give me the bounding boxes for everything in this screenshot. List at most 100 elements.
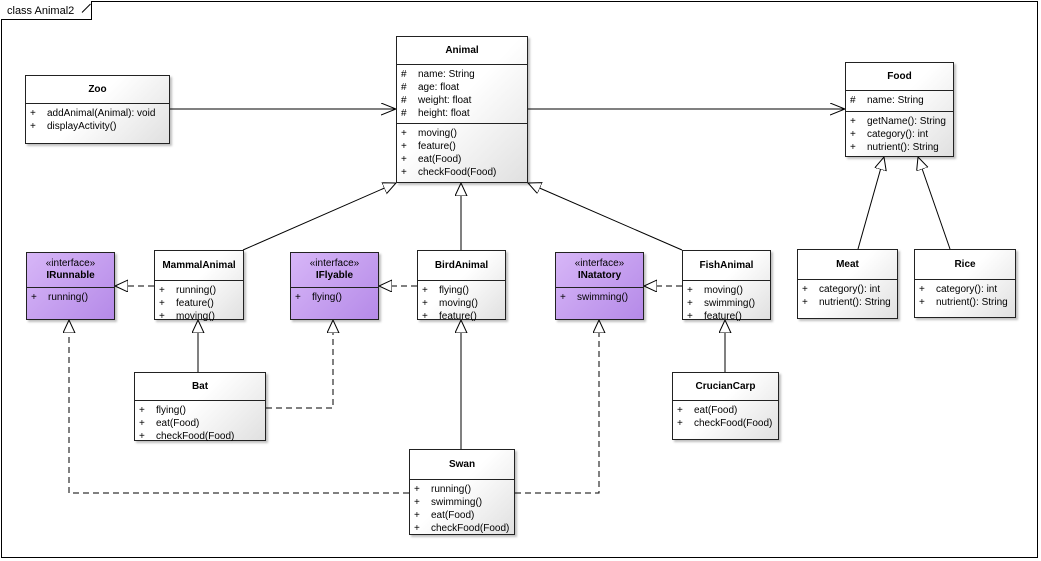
member-row: #name: String <box>401 68 523 81</box>
diagram-frame-tab: class Animal2 <box>1 1 92 20</box>
operation: swimming() <box>431 497 483 508</box>
visibility-marker: + <box>422 298 428 309</box>
visibility-marker: + <box>687 311 693 322</box>
stereotype: «interface» <box>45 258 96 269</box>
member-row: + eat(Food) <box>677 404 774 417</box>
class-name: Swan <box>448 458 476 470</box>
class-crucian-carp[interactable]: CrucianCarp +eat(Food) +checkFood(Food) <box>672 372 779 440</box>
operation: running() <box>176 285 217 296</box>
class-carp-operations: + eat(Food) +checkFood(Food) <box>673 401 778 432</box>
member-row: +checkFood(Food) <box>414 522 510 535</box>
member-row: +running() <box>31 291 110 304</box>
operation: nutrient(): String <box>819 297 891 308</box>
interface-inatatory[interactable]: «interface» INatatory +swimming() <box>555 252 644 320</box>
member-row: + nutrient(): String <box>850 141 949 154</box>
generalization-mammal-animal <box>242 183 396 251</box>
visibility-marker: + <box>802 284 808 295</box>
visibility-marker: + <box>677 418 683 429</box>
visibility-marker: + <box>850 129 856 140</box>
visibility-marker: + <box>31 292 37 303</box>
class-zoo-header: Zoo <box>26 76 169 104</box>
member-row: +displayActivity() <box>30 120 165 133</box>
generalization-fish-animal <box>528 183 683 251</box>
class-zoo[interactable]: Zoo +addAnimal(Animal): void +displayAct… <box>25 75 170 144</box>
class-name: Bat <box>191 380 209 392</box>
visibility-marker: + <box>139 431 145 442</box>
member-row: + checkFood(Food) <box>139 430 261 443</box>
generalization-rice-food <box>918 157 951 250</box>
class-mammal-header: MammalAnimal <box>155 251 243 281</box>
visibility-marker: + <box>414 510 420 521</box>
interface-irunnable-operations: +running() <box>27 288 114 306</box>
member-row: + running() <box>159 284 239 297</box>
class-swan[interactable]: Swan +running() +swimming() +eat(Food) +… <box>409 449 515 535</box>
class-zoo-operations: +addAnimal(Animal): void +displayActivit… <box>26 104 169 135</box>
visibility-marker: + <box>401 154 407 165</box>
visibility-marker: + <box>139 418 145 429</box>
class-rice-operations: +category(): int +nutrient(): String <box>915 280 1015 311</box>
visibility-marker: # <box>401 95 407 106</box>
member-row: #weight: float <box>401 94 523 107</box>
class-food-header: Food <box>846 63 953 91</box>
class-fish-header: FishAnimal <box>683 251 770 281</box>
class-meat[interactable]: Meat +category(): int +nutrient(): Strin… <box>797 249 898 319</box>
stereotype: «interface» <box>574 258 625 269</box>
class-bat-header: Bat <box>135 373 265 401</box>
class-bat[interactable]: Bat +flying() +eat(Food) + checkFood(Food… <box>134 372 266 443</box>
visibility-marker: + <box>919 284 925 295</box>
operation: displayActivity() <box>47 121 117 132</box>
visibility-marker: + <box>295 292 301 303</box>
member-row: +flying() <box>422 284 501 297</box>
class-food[interactable]: Food #name: String +getName(): String +c… <box>845 62 954 157</box>
visibility-marker: + <box>850 116 856 127</box>
class-name: IFlyable <box>315 270 354 281</box>
class-bird-operations: +flying() +moving() +feature() <box>418 281 505 325</box>
operation: getName(): String <box>867 116 946 127</box>
interface-irunnable[interactable]: «interface» IRunnable +running() <box>26 252 115 320</box>
member-row: + nutrient(): String <box>802 296 893 309</box>
operation: moving() <box>439 298 478 309</box>
interface-iflyable[interactable]: «interface» IFlyable +flying() <box>290 252 379 320</box>
member-row: +flying() <box>139 404 261 417</box>
class-animal-header: Animal <box>397 37 527 65</box>
visibility-marker: # <box>401 108 407 119</box>
class-bird-header: BirdAnimal <box>418 251 505 281</box>
class-mammal-animal[interactable]: MammalAnimal +running() +feature() +movi… <box>154 250 244 322</box>
visibility-marker: + <box>802 297 808 308</box>
operation: swimming() <box>577 292 629 303</box>
visibility-marker: + <box>677 405 683 416</box>
operation: feature() <box>704 311 742 322</box>
member-row: +moving() <box>687 284 766 297</box>
operation: checkFood(Food) <box>418 167 497 178</box>
operation: checkFood(Food) <box>156 431 235 442</box>
visibility-marker: + <box>159 285 165 296</box>
class-rice[interactable]: Rice +category(): int +nutrient(): Strin… <box>914 249 1016 318</box>
operation: category(): int <box>819 284 881 295</box>
member-row: +checkFood(Food) <box>677 417 774 430</box>
class-animal[interactable]: Animal #name: String #age: float #weight… <box>396 36 528 183</box>
class-name: Rice <box>954 258 976 270</box>
operation: eat(Food) <box>694 405 738 416</box>
visibility-marker: + <box>850 142 856 153</box>
member-row: +category(): int <box>850 128 949 141</box>
operation: category(): int <box>936 284 998 295</box>
class-bird-animal[interactable]: BirdAnimal +flying() +moving() +feature(… <box>417 250 506 322</box>
member-row: +swimming() <box>687 297 766 310</box>
class-name: IRunnable <box>46 270 95 281</box>
visibility-marker: + <box>687 298 693 309</box>
class-mammal-operations: +running() +feature() +moving() <box>155 281 243 325</box>
operation: moving() <box>704 285 743 296</box>
class-food-operations: + getName(): String +category(): int + nut… <box>846 111 953 156</box>
class-fish-operations: +moving() +swimming() +feature() <box>683 281 770 325</box>
visibility-marker: + <box>159 311 165 322</box>
member-row: +eat(Food) <box>401 153 523 166</box>
member-row: +feature() <box>401 140 523 153</box>
visibility-marker: + <box>414 484 420 495</box>
attribute: name: String <box>418 69 475 80</box>
diagram-title: class Animal2 <box>7 5 75 17</box>
attribute: name: String <box>867 95 924 106</box>
class-fish-animal[interactable]: FishAnimal +moving() +swimming() +featur… <box>682 250 771 322</box>
member-row: +eat(Food) <box>139 417 261 430</box>
operation: nutrient(): String <box>867 142 939 153</box>
